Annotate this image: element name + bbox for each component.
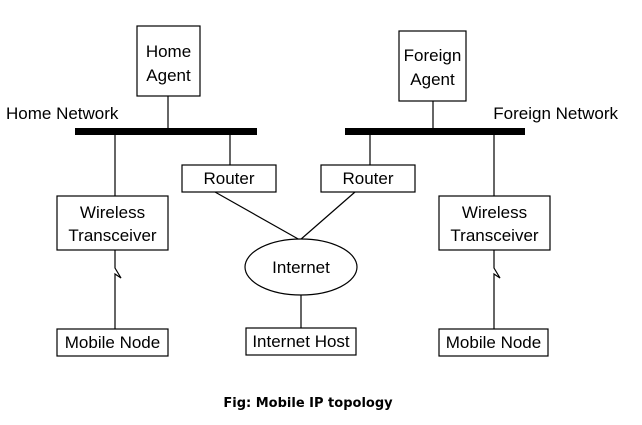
router-right-to-internet [299, 191, 356, 241]
internet-label: Internet [272, 258, 330, 277]
foreign-agent-node: Foreign Agent [398, 30, 467, 102]
figure-caption: Fig: Mobile IP topology [223, 396, 393, 411]
router-left-node: Router [181, 164, 277, 193]
home-network-label: Home Network [6, 104, 119, 123]
wireless-left-line-2: Transceiver [68, 226, 157, 245]
home-agent-line-1: Home [146, 42, 191, 61]
internet-node: Internet [244, 238, 358, 296]
router-right-label: Router [342, 169, 393, 188]
wireless-link-left [114, 250, 122, 329]
wireless-right-line-2: Transceiver [450, 226, 539, 245]
mobile-node-left: Mobile Node [56, 328, 169, 357]
foreign-network-bus [345, 128, 525, 135]
home-agent-line-2: Agent [146, 66, 191, 85]
router-left-to-internet [214, 191, 301, 241]
foreign-agent-line-2: Agent [410, 70, 455, 89]
wireless-left-line-1: Wireless [80, 203, 145, 222]
foreign-network-label: Foreign Network [493, 104, 618, 123]
connections [114, 96, 501, 329]
router-right-node: Router [320, 164, 416, 193]
home-agent-node: Home Agent [136, 25, 201, 97]
home-network-bus [75, 128, 257, 135]
internet-host-node: Internet Host [245, 327, 357, 356]
wireless-link-right [493, 250, 501, 329]
mobile-node-right: Mobile Node [438, 328, 549, 357]
mobile-node-left-label: Mobile Node [65, 333, 160, 352]
wireless-transceiver-left-node: Wireless Transceiver [56, 195, 169, 251]
foreign-agent-line-1: Foreign [404, 46, 462, 65]
internet-host-label: Internet Host [252, 332, 350, 351]
router-left-label: Router [203, 169, 254, 188]
mobile-node-right-label: Mobile Node [446, 333, 541, 352]
wireless-transceiver-right-node: Wireless Transceiver [438, 195, 551, 251]
wireless-right-line-1: Wireless [462, 203, 527, 222]
